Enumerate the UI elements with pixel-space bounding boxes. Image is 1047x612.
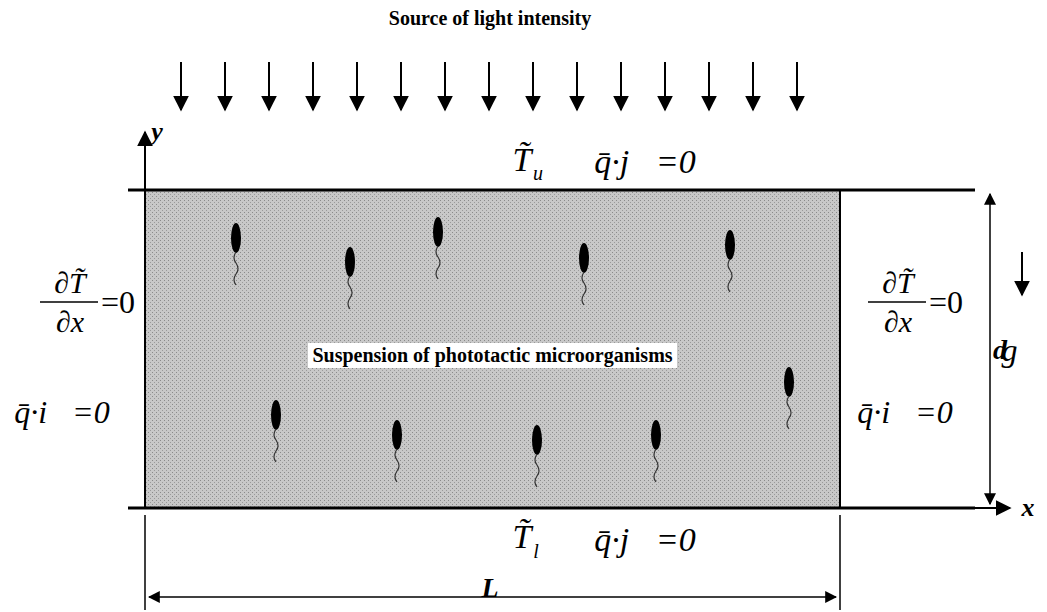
- boundary-condition: q̄·j⃗=0: [594, 145, 695, 179]
- temperature-symbol: T̃: [513, 143, 532, 177]
- light-arrow: [400, 62, 402, 110]
- light-arrow: [268, 62, 270, 110]
- dimension-tick: [144, 515, 146, 610]
- subscript: l: [533, 541, 539, 561]
- light-arrow: [532, 62, 534, 110]
- light-arrow: [356, 62, 358, 110]
- light-arrow: [224, 62, 226, 110]
- microorganism: [345, 247, 355, 309]
- axis-label: y: [151, 119, 163, 145]
- light-arrow: [444, 62, 446, 110]
- equals-zero: =0: [929, 286, 963, 318]
- light-arrows: [181, 62, 797, 110]
- microorganism: [784, 367, 794, 429]
- region-label: Suspension of phototactic microorganisms: [308, 343, 676, 368]
- title-text: Source of light intensity: [389, 8, 591, 28]
- temperature-symbol: T̃: [513, 520, 532, 554]
- light-arrow: [708, 62, 710, 110]
- fraction-bar: [40, 301, 98, 303]
- light-arrow: [664, 62, 666, 110]
- light-arrow: [796, 62, 798, 110]
- boundary-condition: q̄·i⃗=0: [857, 396, 952, 428]
- microorganism: [532, 425, 542, 487]
- axis-label: x: [1022, 495, 1035, 521]
- equals-zero: =0: [101, 286, 135, 318]
- suspension-domain: Suspension of phototactic microorganisms: [145, 190, 840, 508]
- derivative-numerator: ∂T̃: [54, 268, 86, 298]
- light-arrow: [312, 62, 314, 110]
- subscript: u: [533, 163, 543, 183]
- microorganism: [725, 230, 735, 292]
- light-arrow: [620, 62, 622, 110]
- gravity-symbol: g⃗: [1002, 334, 1043, 366]
- light-arrow: [180, 62, 182, 110]
- microorganism: [433, 217, 443, 279]
- microorganism: [231, 223, 241, 285]
- light-arrow: [752, 62, 754, 110]
- suspension-region: [145, 190, 840, 508]
- dimension-tick: [839, 515, 841, 610]
- x-axis: [840, 507, 1010, 509]
- microorganism: [392, 420, 402, 482]
- microorganisms: [231, 217, 794, 487]
- microorganism: [651, 420, 661, 482]
- derivative-denominator: ∂x: [56, 307, 84, 337]
- microorganism: [579, 243, 589, 305]
- right-wall: [839, 190, 841, 508]
- upper-wall: [128, 189, 975, 192]
- derivative-denominator: ∂x: [884, 307, 912, 337]
- light-arrow: [488, 62, 490, 110]
- gravity-arrow: [1021, 252, 1023, 295]
- dimension-label: L: [481, 574, 498, 602]
- boundary-condition: q̄·i⃗=0: [14, 396, 109, 428]
- y-axis: [144, 132, 146, 508]
- light-arrow: [576, 62, 578, 110]
- fraction-bar: [868, 301, 926, 303]
- derivative-numerator: ∂T̃: [882, 268, 914, 298]
- microorganism: [271, 400, 281, 462]
- boundary-condition: q̄·j⃗=0: [594, 523, 695, 557]
- d-dimension: [989, 194, 991, 504]
